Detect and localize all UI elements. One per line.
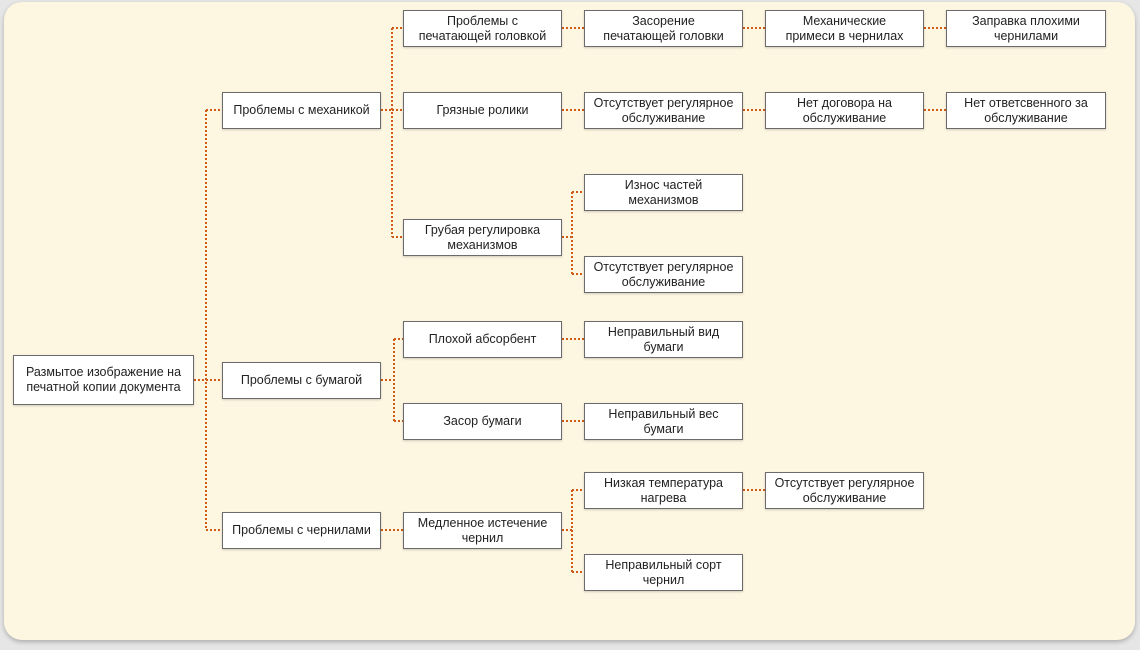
- node-paper-jam: Засор бумаги: [403, 403, 562, 440]
- node-wrong-paper-type: Неправильный вид бумаги: [584, 321, 743, 358]
- node-print-head: Проблемы с печатающей головкой: [403, 10, 562, 47]
- node-ink: Проблемы с чернилами: [222, 512, 381, 549]
- node-ink-impurities: Механические примеси в чернилах: [765, 10, 924, 47]
- node-slow-ink-flow: Медленное истечение чернил: [403, 512, 562, 549]
- node-rough-adjustment: Грубая регулировка механизмов: [403, 219, 562, 256]
- node-wrong-paper-weight: Неправильный вес бумаги: [584, 403, 743, 440]
- node-root: Размытое изображение на печатной копии д…: [13, 355, 194, 405]
- node-parts-wear: Износ частей механизмов: [584, 174, 743, 211]
- node-low-heat-temp: Низкая температура нагрева: [584, 472, 743, 509]
- node-no-responsible: Нет ответсвенного за обслуживание: [946, 92, 1106, 129]
- node-bad-absorbent: Плохой абсорбент: [403, 321, 562, 358]
- node-paper: Проблемы с бумагой: [222, 362, 381, 399]
- node-dirty-rollers: Грязные ролики: [403, 92, 562, 129]
- node-mechanics: Проблемы с механикой: [222, 92, 381, 129]
- node-no-maintenance-adjustment: Отсутствует регулярное обслуживание: [584, 256, 743, 293]
- node-wrong-ink-grade: Неправильный сорт чернил: [584, 554, 743, 591]
- node-bad-ink-refill: Заправка плохими чернилами: [946, 10, 1106, 47]
- node-no-contract: Нет договора на обслуживание: [765, 92, 924, 129]
- node-head-clog: Засорение печатающей головки: [584, 10, 743, 47]
- node-no-maintenance-rollers: Отсутствует регулярное обслуживание: [584, 92, 743, 129]
- node-no-maintenance-heat: Отсутствует регулярное обслуживание: [765, 472, 924, 509]
